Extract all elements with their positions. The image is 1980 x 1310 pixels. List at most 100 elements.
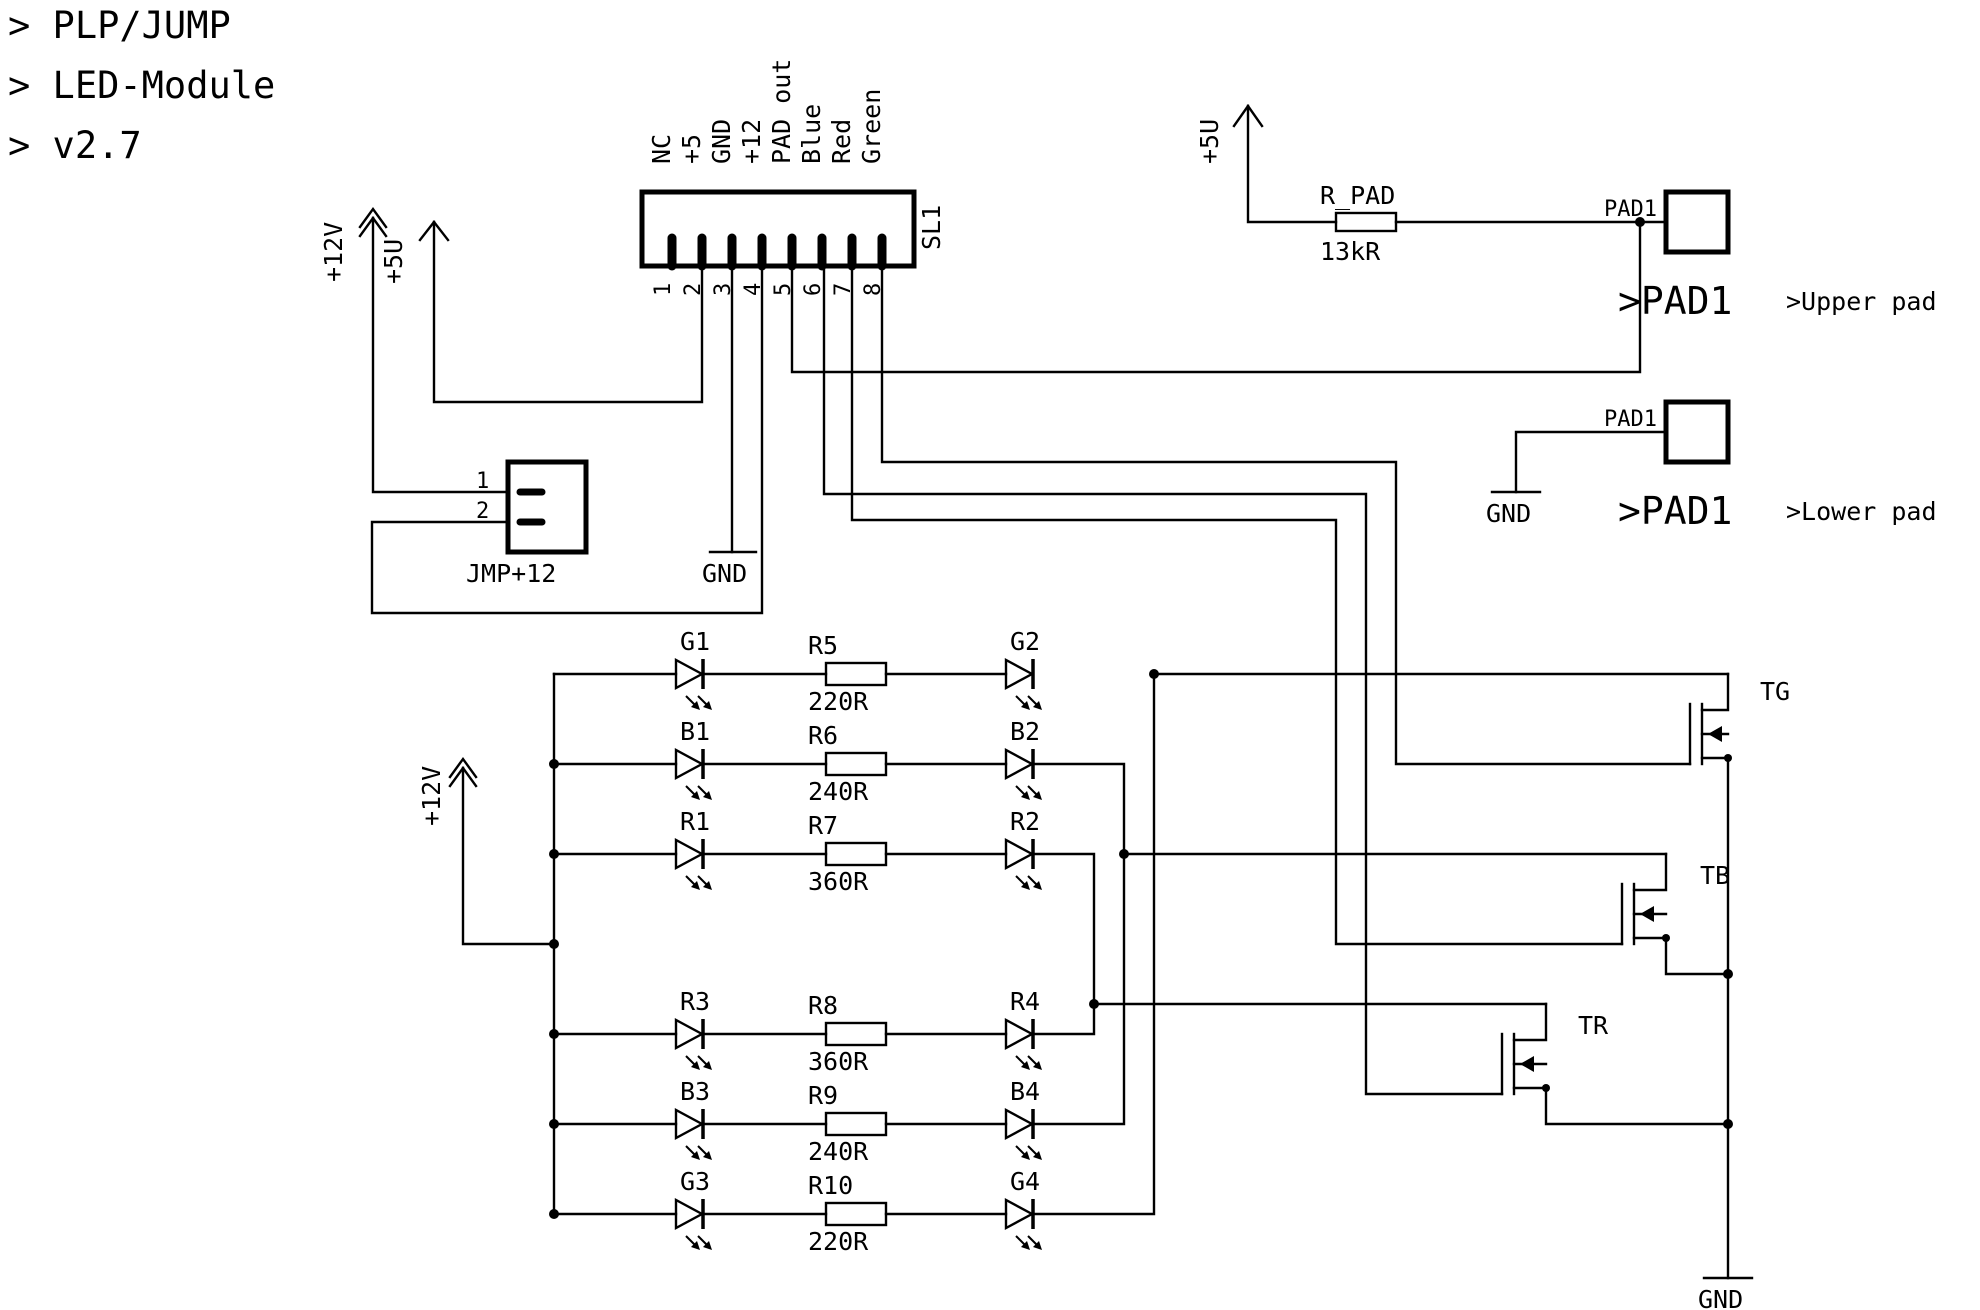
- rpad-value: 13kR: [1320, 237, 1381, 266]
- resistor-name: R9: [808, 1081, 838, 1110]
- resistor-value: 220R: [808, 687, 869, 716]
- rpad-name: R_PAD: [1320, 181, 1395, 210]
- led-r4: [1004, 1017, 1042, 1070]
- connector-pin-number: 4: [741, 283, 766, 296]
- pad-upper-desc: >Upper pad: [1786, 287, 1937, 316]
- connector-pin-number: 8: [861, 283, 886, 296]
- top-wiring: [370, 216, 1692, 1096]
- transistor-tr: TR: [1500, 1002, 1733, 1129]
- led-label: B4: [1010, 1077, 1040, 1106]
- jumper-name: JMP+12: [466, 559, 556, 588]
- resistor-value: 240R: [808, 1137, 869, 1166]
- resistor-name: R7: [808, 811, 838, 840]
- pad-lower-gnd-label: GND: [1486, 499, 1531, 528]
- led-b4: [1004, 1107, 1042, 1160]
- transistor-tb: TB: [1620, 852, 1733, 979]
- supply-12v-label: +12V: [319, 222, 348, 282]
- resistor-r6: [824, 751, 888, 777]
- led-label: G2: [1010, 627, 1040, 656]
- pad-lower: [1663, 399, 1731, 465]
- led-label: R3: [680, 987, 710, 1016]
- led-b2: [1004, 747, 1042, 800]
- jumper-pin-1: 1: [476, 469, 489, 494]
- connector-signal-label: Green: [857, 89, 886, 164]
- connector-pin-number: 5: [771, 283, 796, 296]
- pad-lower-desc: >Lower pad: [1786, 497, 1937, 526]
- transistor-tb-label: TB: [1700, 861, 1730, 890]
- pad-upper-label: >PAD1: [1618, 279, 1732, 323]
- connector-name: SL1: [917, 205, 946, 250]
- header-line-2: > LED-Module: [8, 64, 275, 107]
- connector-signal-label: +12: [737, 119, 766, 164]
- resistor-r10: [824, 1201, 888, 1227]
- transistor-tr-label: TR: [1578, 1011, 1609, 1040]
- led-row: R3 R4 R8 360R: [549, 987, 1042, 1076]
- header-line-3: > v2.7: [8, 124, 142, 167]
- connector-signal-label: NC: [647, 134, 676, 164]
- connector-gnd-label: GND: [702, 559, 747, 588]
- led-label: R2: [1010, 807, 1040, 836]
- connector-pin-number: 1: [651, 283, 676, 296]
- pad-lower-tag: PAD1: [1604, 407, 1657, 432]
- resistor-r5: [824, 661, 888, 687]
- led-b1: [674, 747, 712, 800]
- resistor-rpad: [1334, 211, 1398, 233]
- led-label: G4: [1010, 1167, 1040, 1196]
- transistors: TG TB TR GND: [1500, 672, 1790, 1310]
- led-r2: [1004, 837, 1042, 890]
- resistor-value: 360R: [808, 867, 869, 896]
- connector-signal-label: Blue: [797, 104, 826, 164]
- pad-upper: [1663, 189, 1731, 255]
- led-g2: [1004, 657, 1042, 710]
- transistor-tg-label: TG: [1760, 677, 1790, 706]
- supply-12v-array-label: +12V: [417, 766, 446, 826]
- transistor-tg: TG: [1688, 672, 1790, 1126]
- led-row: B3 B4 R9 240R: [549, 1077, 1042, 1166]
- led-r1: [674, 837, 712, 890]
- led-label: R1: [680, 807, 710, 836]
- connector-signal-label: PAD out: [767, 59, 796, 164]
- connector-pin-number: 2: [681, 283, 706, 296]
- resistor-r7: [824, 841, 888, 867]
- resistor-value: 220R: [808, 1227, 869, 1256]
- connector-pin-number: 6: [801, 283, 826, 296]
- resistor-r9: [824, 1111, 888, 1137]
- connector-body: [639, 189, 917, 269]
- connector-pin-number: 3: [711, 283, 736, 296]
- led-label: B2: [1010, 717, 1040, 746]
- led-r3: [674, 1017, 712, 1070]
- supply-12v-array: +12V: [417, 756, 478, 826]
- resistor-name: R8: [808, 991, 838, 1020]
- led-g1: [674, 657, 712, 710]
- jumper-jmp12: 1 2 JMP+12: [466, 459, 589, 588]
- supply-5v-label: +5U: [379, 239, 408, 284]
- pad-lower-label: >PAD1: [1618, 489, 1732, 533]
- resistor-value: 360R: [808, 1047, 869, 1076]
- led-b3: [674, 1107, 712, 1160]
- resistor-name: R10: [808, 1171, 853, 1200]
- header-line-1: > PLP/JUMP: [8, 4, 231, 47]
- jumper-pin-2: 2: [476, 499, 489, 524]
- pad-upper-circuit: +5U R_PAD 13kR PAD1 >PAD1 >Upper pad: [1195, 103, 1937, 323]
- gnd-bottom-label: GND: [1698, 1285, 1743, 1310]
- return-wires: [1032, 669, 1730, 1216]
- led-g4: [1004, 1197, 1042, 1250]
- led-label: R4: [1010, 987, 1040, 1016]
- led-label: B1: [680, 717, 710, 746]
- resistor-value: 240R: [808, 777, 869, 806]
- led-label: G1: [680, 627, 710, 656]
- pad-lower-circuit: GND PAD1 >PAD1 >Lower pad: [1486, 399, 1937, 533]
- supply-5v-pad-label: +5U: [1195, 119, 1224, 164]
- connector-signal-label: Red: [827, 119, 856, 164]
- pad-upper-tag: PAD1: [1604, 197, 1657, 222]
- led-label: B3: [680, 1077, 710, 1106]
- supply-12v-top: +12V: [319, 206, 388, 282]
- led-g3: [674, 1197, 712, 1250]
- connector-signal-label: +5: [677, 134, 706, 164]
- led-row: R1 R2 R7 360R: [549, 807, 1042, 896]
